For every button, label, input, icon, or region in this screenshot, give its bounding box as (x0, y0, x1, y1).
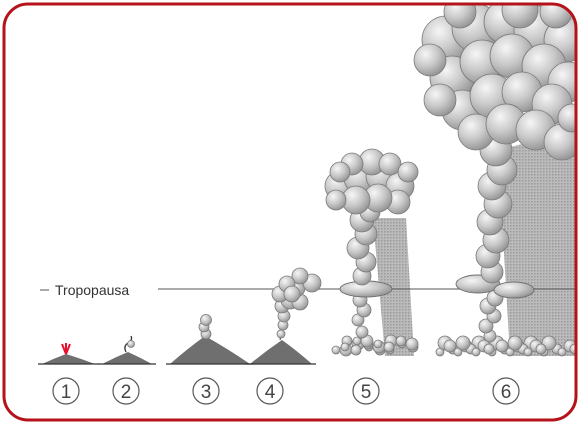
lava-spatter (62, 343, 70, 354)
stage-number: 1 (61, 382, 72, 403)
ash-sphere (496, 340, 508, 352)
stage-label: 4 (257, 378, 283, 404)
ash-sphere (396, 336, 406, 346)
ash-sphere (201, 315, 212, 326)
volcano-cone (42, 354, 95, 364)
ash-sphere (484, 344, 494, 354)
ash-sphere (332, 346, 340, 354)
ash-sphere (374, 340, 382, 348)
diagram-content: Tropopausa 1 2 3 4 5 6 (38, 0, 580, 404)
stage-label: 5 (353, 378, 379, 404)
volcano-cone (170, 336, 250, 364)
ash-sphere (536, 344, 546, 354)
stage-number: 4 (265, 382, 276, 403)
umbrella-ring (494, 282, 534, 298)
ash-sphere (384, 342, 394, 352)
ash-sphere (326, 190, 346, 210)
ash-sphere (424, 84, 456, 116)
stage-label: 3 (193, 378, 219, 404)
ash-sphere (398, 162, 418, 182)
ash-sphere (353, 337, 361, 345)
volcano-cone (250, 340, 312, 364)
volcano-cone (102, 352, 152, 364)
tropopause-label: Tropopausa (55, 282, 129, 298)
stage-label: 1 (53, 378, 79, 404)
stage-number: 3 (201, 382, 212, 403)
ash-sphere (284, 286, 300, 302)
stage-number: 2 (121, 382, 132, 403)
ash-sphere (472, 348, 480, 356)
stage-labels-layer: 1 2 3 4 5 6 (53, 378, 519, 404)
volcano-cones-layer (38, 330, 316, 364)
stage-label: 2 (113, 378, 139, 404)
ash-sphere (356, 326, 368, 338)
stage-number: 5 (361, 382, 372, 403)
ash-sphere (524, 348, 532, 356)
ash-sphere (330, 162, 350, 182)
ash-sphere (351, 345, 361, 355)
ash-sphere (128, 341, 135, 348)
ash-sphere (508, 336, 522, 350)
ash-sphere (444, 340, 456, 352)
stage-number: 6 (501, 382, 512, 403)
ash-sphere (406, 338, 418, 350)
stage-label: 6 (493, 378, 519, 404)
ash-sphere (277, 330, 285, 338)
ash-sphere (456, 336, 470, 350)
ash-sphere (414, 44, 446, 76)
ash-sphere (558, 348, 566, 356)
ash-sphere (341, 343, 349, 351)
